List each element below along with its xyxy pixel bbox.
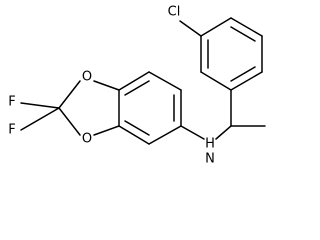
bond-ring-to-n bbox=[180, 125, 205, 140]
bond-c6-c1 bbox=[118, 71, 150, 91]
amine-hydrogen-label: H bbox=[205, 137, 215, 152]
benzodioxole-benzene-ring bbox=[118, 71, 182, 145]
bond-c3-c4 bbox=[148, 125, 182, 145]
fluorine-bottom-label: F bbox=[8, 123, 15, 138]
chlorine-label: Cl bbox=[168, 5, 181, 20]
fluorine-top-label: F bbox=[8, 95, 15, 110]
dioxole-ring bbox=[20, 80, 120, 136]
bond-cf2-f-top bbox=[20, 102, 60, 109]
bond-n-to-ch bbox=[215, 125, 232, 140]
bond-c5-c6 bbox=[148, 71, 182, 91]
atom-labels: Cl O O F F H N bbox=[8, 5, 215, 167]
bond-p1-p2 bbox=[200, 71, 232, 91]
bond-p6-p1 bbox=[230, 71, 263, 91]
bond-o-top-cf2 bbox=[58, 80, 81, 109]
oxygen-top-label: O bbox=[82, 70, 92, 85]
bond-p3-cl bbox=[179, 20, 202, 37]
double-bond-p6-p1 bbox=[230, 66, 256, 82]
bond-o-bottom-cf2 bbox=[58, 107, 81, 136]
structure-canvas: Cl O O F F H N bbox=[8, 5, 266, 167]
bond-c1-o-top bbox=[93, 80, 120, 91]
chlorophenyl-ring bbox=[179, 17, 263, 91]
amine-linkage bbox=[180, 89, 266, 140]
molecule-structure: Cl O O F F H N bbox=[8, 5, 266, 167]
bond-cf2-f-bottom bbox=[20, 107, 60, 131]
double-bond-c2-c3 bbox=[124, 120, 150, 136]
bond-c2-c3 bbox=[118, 125, 150, 145]
bond-c2-o-bottom bbox=[93, 125, 120, 136]
double-bond-p4-p5 bbox=[230, 26, 256, 42]
bond-p3-p4 bbox=[200, 17, 232, 37]
bond-p4-p5 bbox=[230, 17, 263, 37]
amine-nitrogen-label: N bbox=[205, 152, 215, 167]
double-bond-c6-c1 bbox=[124, 80, 150, 96]
oxygen-bottom-label: O bbox=[82, 132, 92, 147]
